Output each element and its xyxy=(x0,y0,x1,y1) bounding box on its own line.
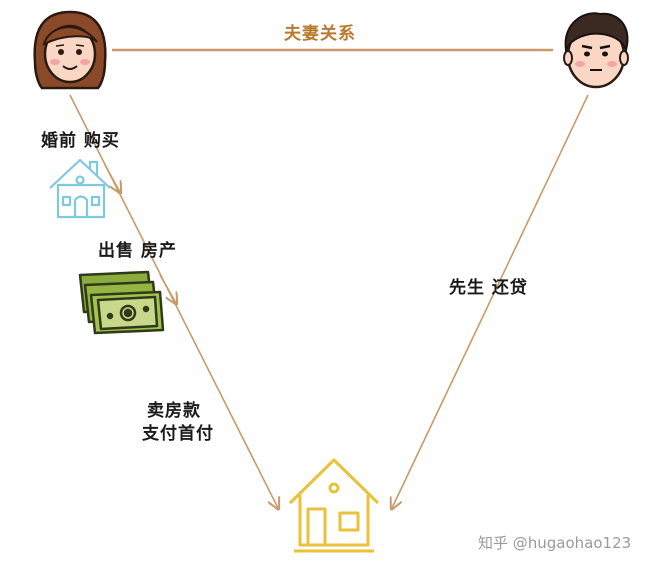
premarital-purchase-label: 婚前 购买 xyxy=(41,131,120,151)
money-stack-icon xyxy=(78,270,165,335)
husband-repays-label: 先生 还贷 xyxy=(449,278,528,298)
man-avatar-icon xyxy=(563,12,629,89)
gold-house-icon xyxy=(288,458,380,553)
blue-house-icon xyxy=(49,158,111,219)
man-to-house-line xyxy=(392,94,589,508)
sell-property-label: 出售 房产 xyxy=(98,241,177,261)
relation-label: 夫妻关系 xyxy=(284,24,356,44)
payment-line1-label: 卖房款 xyxy=(147,401,201,421)
watermark: 知乎 @hugaohao123 xyxy=(478,534,632,552)
woman-avatar-icon xyxy=(33,10,107,90)
payment-line2-label: 支付首付 xyxy=(142,424,214,444)
sell-arrow-segment xyxy=(159,274,176,303)
purchase-arrow-segment xyxy=(104,164,120,192)
